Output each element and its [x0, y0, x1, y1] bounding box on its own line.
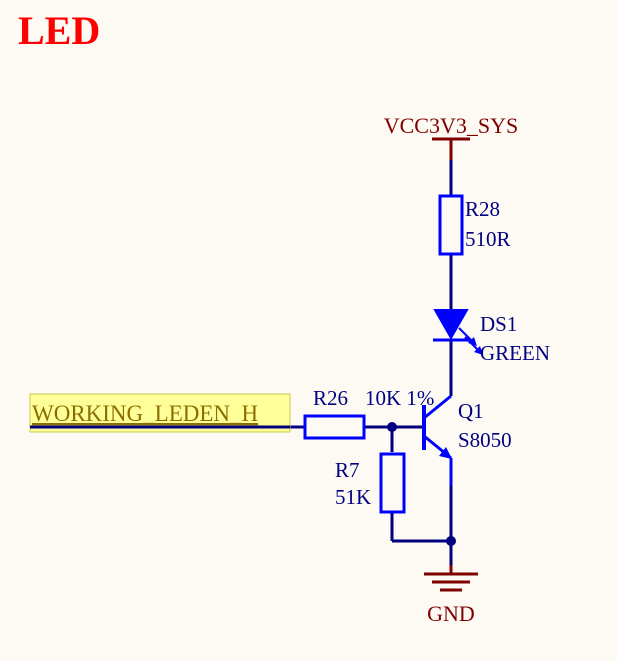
- junction-dot-ground: [446, 536, 456, 546]
- ds1-designator: DS1: [480, 312, 517, 336]
- r26-designator: R26: [313, 386, 348, 410]
- q1-value: S8050: [458, 428, 512, 452]
- r28-designator: R28: [465, 197, 500, 221]
- vcc-power-port: VCC3V3_SYS: [384, 113, 518, 160]
- gnd-power-port: GND: [424, 565, 478, 626]
- resistor-r7: R7 51K: [335, 452, 406, 514]
- vcc-label: VCC3V3_SYS: [384, 113, 518, 138]
- led-ds1: DS1 GREEN: [433, 309, 550, 365]
- q1-designator: Q1: [458, 399, 484, 423]
- net-label: WORKING_LEDEN_H: [29, 393, 291, 433]
- section-title: LED: [18, 8, 100, 53]
- r7-value: 51K: [335, 485, 371, 509]
- ds1-value: GREEN: [480, 341, 550, 365]
- r26-value: 10K 1%: [365, 386, 434, 410]
- gnd-label: GND: [427, 601, 475, 626]
- resistor-r26: R26 10K 1%: [303, 386, 434, 440]
- net-label-text: WORKING_LEDEN_H: [32, 401, 258, 426]
- wires: [290, 160, 453, 565]
- junction-dot-base: [387, 422, 397, 432]
- r7-designator: R7: [335, 458, 360, 482]
- transistor-q1: Q1 S8050: [422, 394, 512, 486]
- resistor-r28: R28 510R: [438, 194, 511, 256]
- r28-value: 510R: [465, 227, 511, 251]
